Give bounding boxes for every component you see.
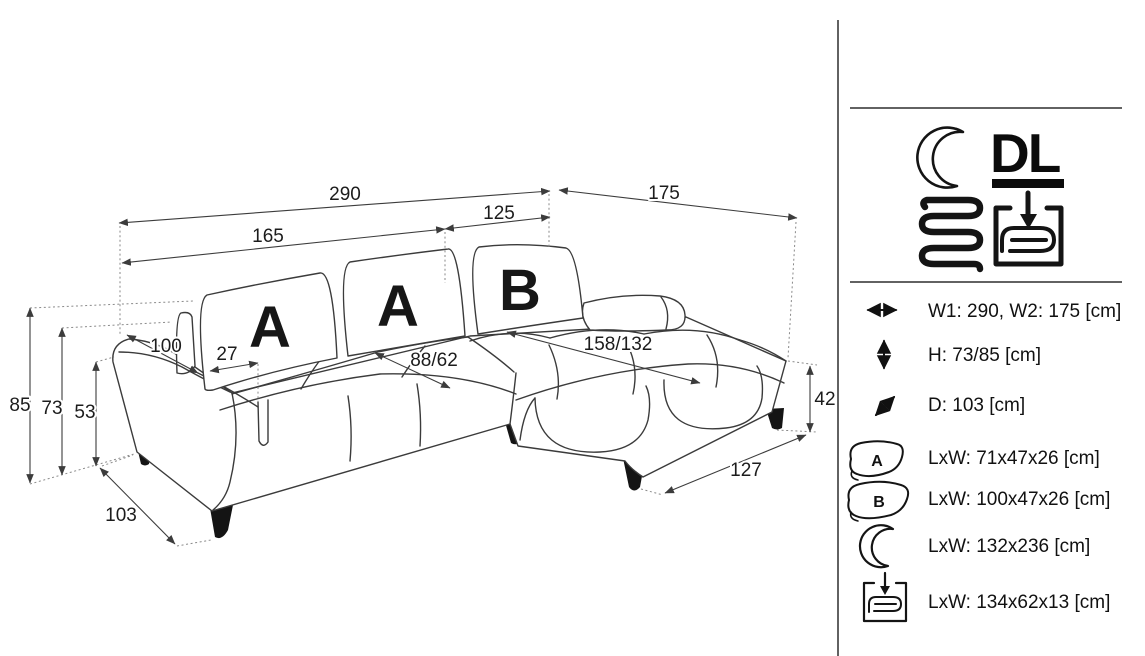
sleeping-moon-icon [858,524,895,569]
legend-depth-text: D: 103 [cm] [928,395,1025,416]
dim-overall-width: 290 [329,184,361,205]
legend-row-pillow-b: B LxW: 100x47x26 [cm] [847,480,1110,522]
pillow-b-letter: B [873,494,885,511]
dim-seat-depth: 88/62 [410,350,458,371]
dl-mechanism-icon: DL [990,122,1064,188]
dim-armrest-width: 27 [216,344,237,365]
right-armrest [581,294,686,332]
legend-row-width: W1: 290, W2: 175 [cm] [866,301,1121,322]
legend-row-pillow-a: A LxW: 71x47x26 [cm] [849,440,1100,481]
dim-seat-section-width: 165 [252,226,284,247]
depth-arrow-icon [874,395,896,417]
sleeping-function-moon-icon [916,126,965,189]
function-icons: DL [916,122,1064,273]
pillow-a-icon: A [849,440,904,481]
dl-label: DL [990,122,1060,184]
dim-armrest-length: 100 [150,336,182,357]
pillow-a-letter: A [871,453,883,470]
side-panel: DL W1: 290, W2: 175 [cm] H: 73/85 [cm] [837,20,1122,656]
dim-armrest-height: 53 [74,402,95,423]
legend-row-depth: D: 103 [cm] [874,395,1025,417]
dim-backrest-height: 73 [41,398,62,419]
legend: W1: 290, W2: 175 [cm] H: 73/85 [cm] D: 1… [847,301,1121,623]
legend-row-height: H: 73/85 [cm] [876,339,1041,370]
legend-height-text: H: 73/85 [cm] [928,345,1041,366]
spring-mattress-icon [918,196,984,273]
dim-chaise-section-width: 125 [483,203,515,224]
legend-storage-text: LxW: 134x62x13 [cm] [928,592,1110,613]
cushion-label-b: B [499,258,541,323]
dim-chaise-depth: 175 [648,183,680,204]
dimension-lines [26,187,814,545]
dim-side-depth: 103 [105,505,137,526]
dim-total-height: 85 [9,395,30,416]
legend-sleeping-text: LxW: 132x236 [cm] [928,536,1090,557]
legend-width-text: W1: 290, W2: 175 [cm] [928,301,1121,322]
dim-sleeping-length: 158/132 [584,334,653,355]
dim-chaise-front-width: 127 [730,460,762,481]
dim-base-height: 42 [814,389,835,410]
cushion-label-a1: A [249,295,291,360]
back-cushion-a2: A [342,248,466,357]
storage-box-icon-large [993,190,1064,267]
legend-row-sleeping: LxW: 132x236 [cm] [858,524,1090,569]
back-cushion-b: B [472,244,584,335]
storage-box-icon [862,571,908,623]
legend-pillow-b-text: LxW: 100x47x26 [cm] [928,489,1110,510]
pillow-b-icon: B [847,480,910,522]
legend-pillow-a-text: LxW: 71x47x26 [cm] [928,448,1100,469]
legend-row-storage: LxW: 134x62x13 [cm] [862,571,1110,623]
dimension-labels: 290 175 165 125 85 73 53 103 100 27 88/6… [7,181,837,528]
sofa-drawing: A A B [112,244,787,539]
cushion-label-a2: A [377,274,419,339]
